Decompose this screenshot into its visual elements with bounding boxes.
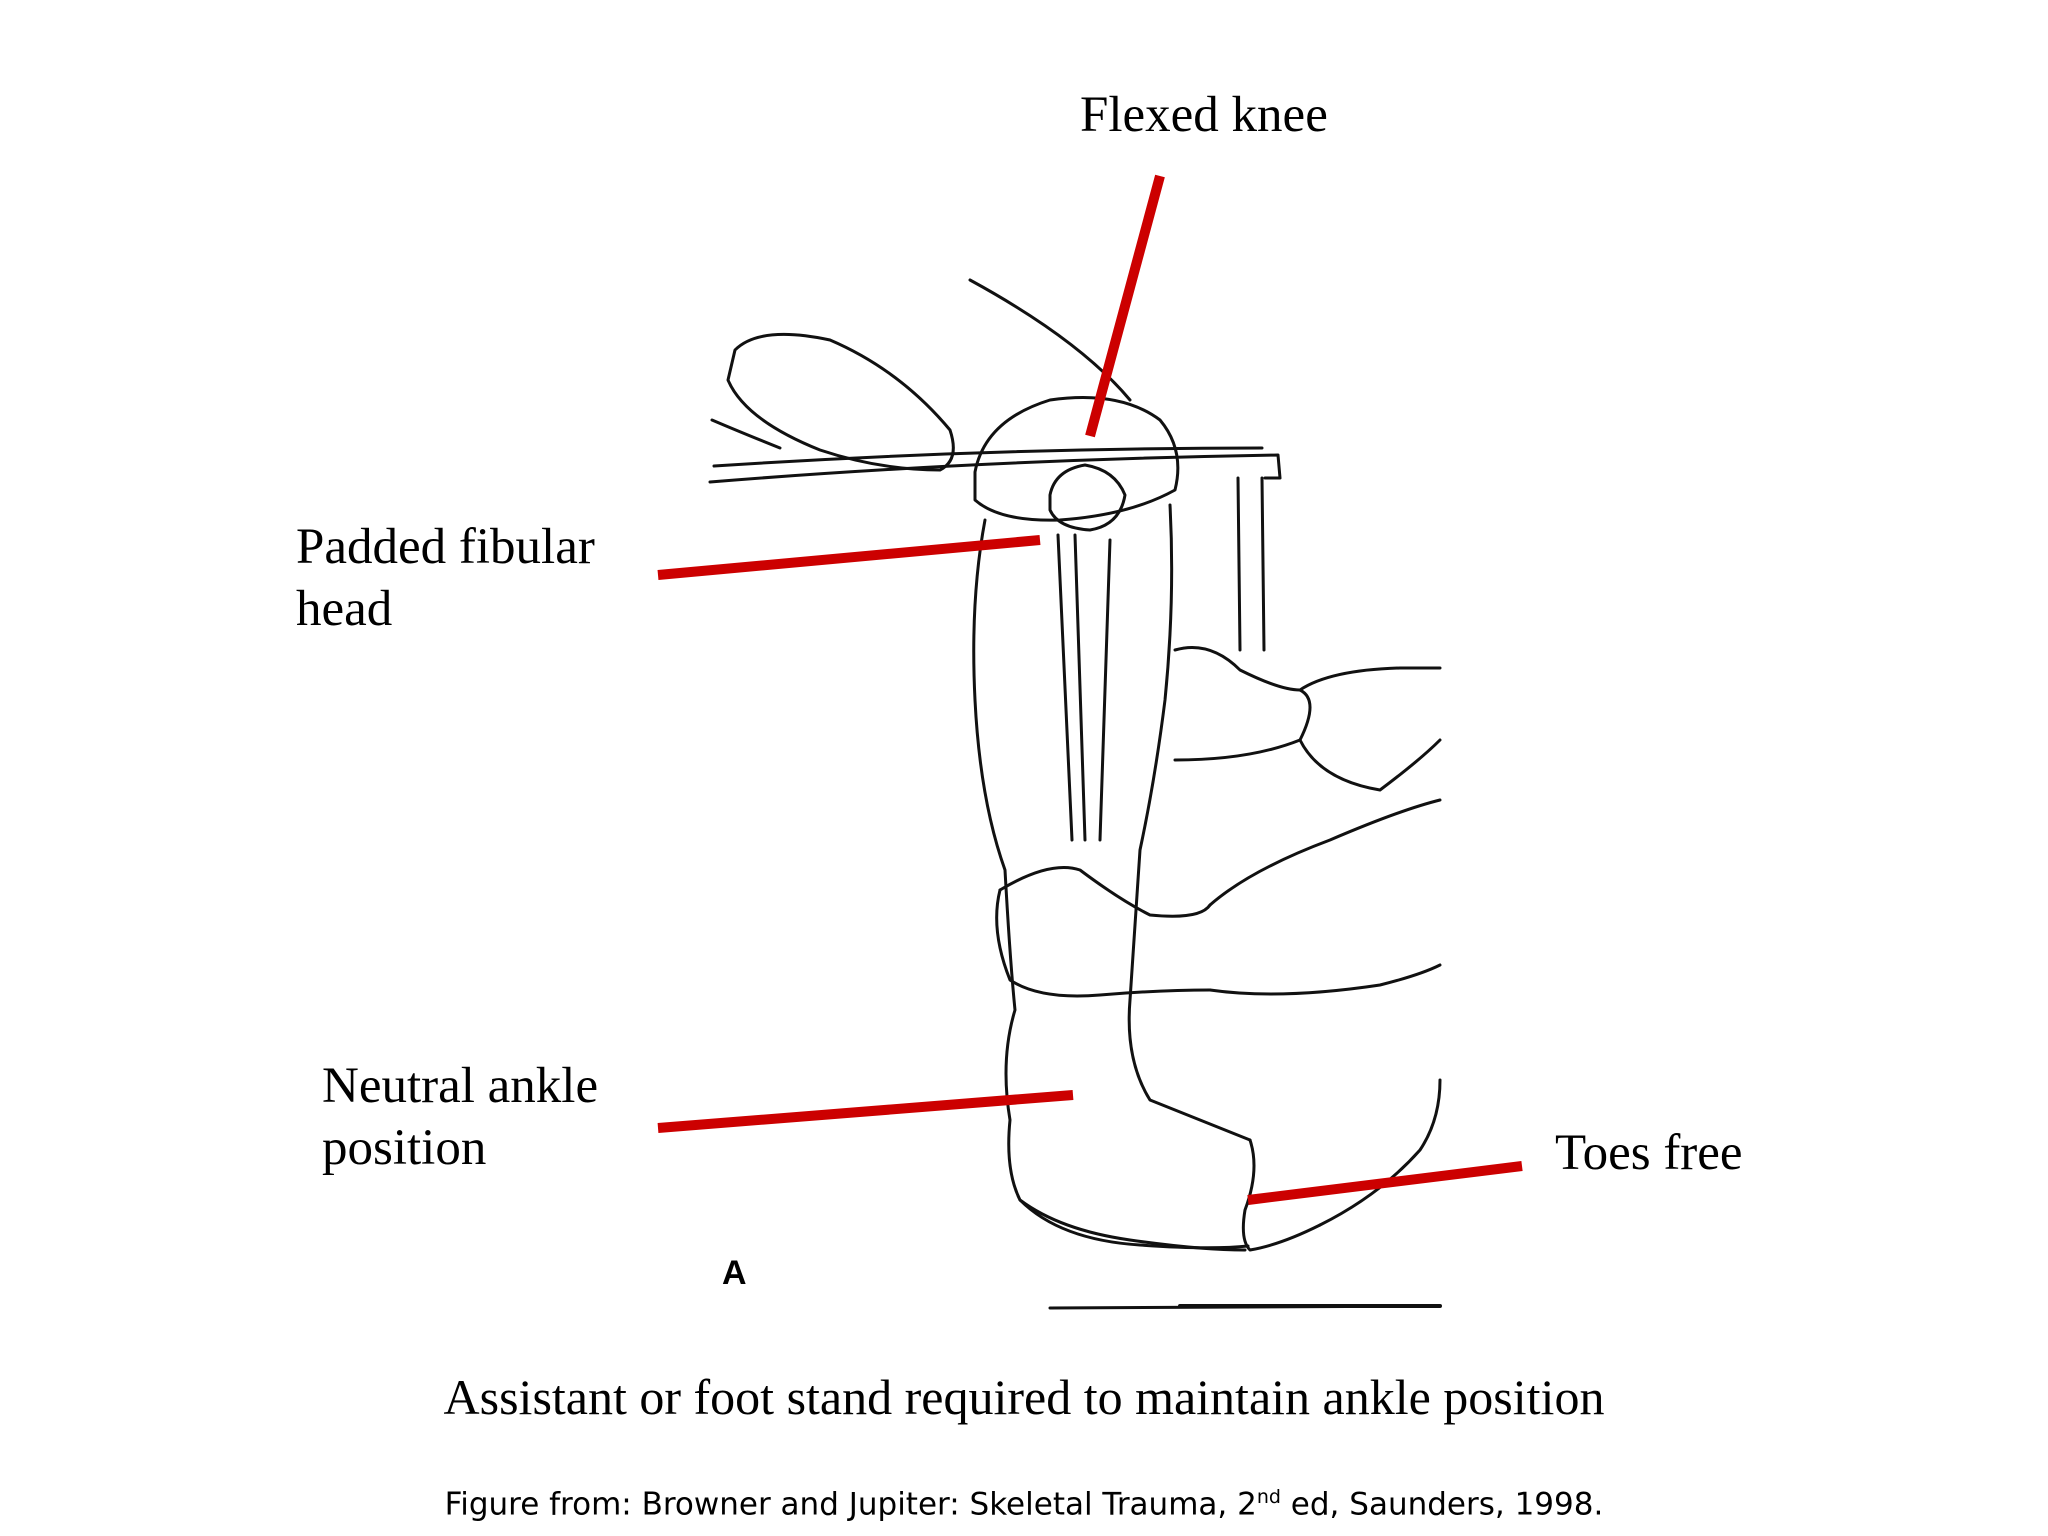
- assistant-arm-lower: [1208, 798, 1442, 996]
- pointer-fibular-head: [657, 535, 1041, 580]
- pillow: [726, 332, 955, 472]
- credit-text-end: ed, Saunders, 1998.: [1280, 1486, 1604, 1523]
- label-flexed-knee: Flexed knee: [1080, 87, 1328, 143]
- pointer-toes-free: [1247, 1161, 1523, 1205]
- bench-leg-right: [1260, 476, 1266, 652]
- label-neutral-ankle-position: Neutral ankle position: [322, 1058, 599, 1176]
- foot: [1018, 1198, 1250, 1250]
- credit-superscript: nd: [1256, 1486, 1281, 1508]
- thigh-line: [968, 278, 1132, 402]
- assistant-hand-lower: [998, 866, 1212, 918]
- pointer-flexed-knee: [1085, 174, 1165, 438]
- assistant-arm-upper: [1298, 666, 1442, 792]
- splint-rod-2: [1073, 533, 1087, 842]
- splint-rod-3: [1098, 538, 1112, 842]
- bench-leg-left: [1236, 476, 1242, 652]
- knee-bone: [1048, 463, 1127, 532]
- caption: Assistant or foot stand required to main…: [443, 1369, 1605, 1425]
- assistant-wrist-lower: [995, 888, 1212, 998]
- bench-edge: [712, 446, 1264, 468]
- assistant-hand-foot: [1318, 1078, 1442, 1227]
- pillow-fold: [710, 418, 782, 450]
- pointer-neutral-ankle: [657, 1090, 1074, 1133]
- toes: [1241, 1138, 1322, 1252]
- splint-rod-1: [1056, 533, 1074, 842]
- label-padded-fibular-head: Padded fibular head: [296, 519, 595, 637]
- cast-right: [1127, 503, 1252, 1142]
- panel-letter: A: [722, 1254, 747, 1292]
- figure-credit: Figure from: Browner and Jupiter: Skelet…: [0, 1486, 2048, 1522]
- assistant-hand-upper: [1173, 646, 1312, 762]
- bench-outline: [708, 453, 1282, 484]
- cast-left: [972, 518, 1247, 1252]
- credit-text: Figure from: Browner and Jupiter: Skelet…: [444, 1486, 1257, 1523]
- label-toes-free: Toes free: [1555, 1125, 1743, 1181]
- knee: [973, 396, 1180, 522]
